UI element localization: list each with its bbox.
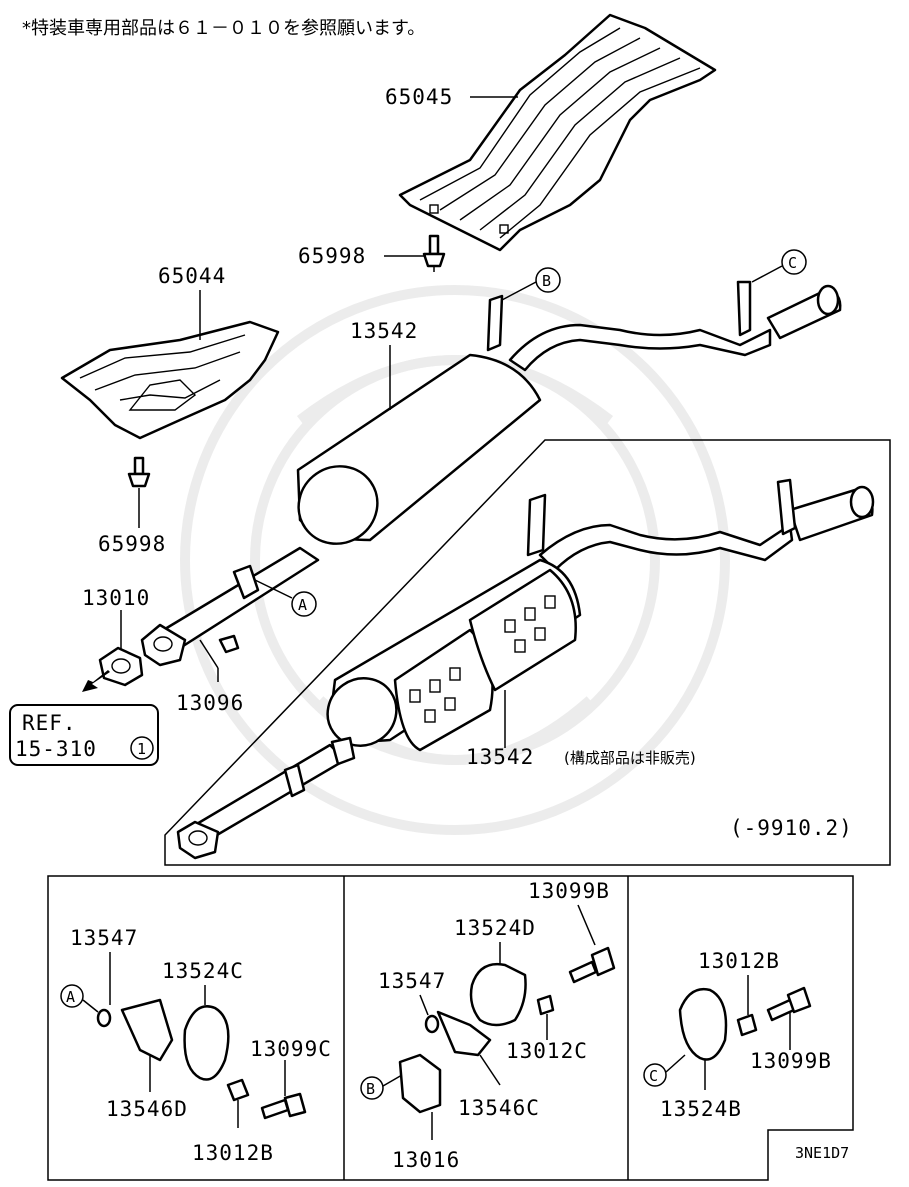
callout-b-label: B [542, 272, 551, 290]
part-number-13010: 13010 [82, 586, 150, 610]
heat-protector-65045 [398, 13, 717, 252]
part-number-13099b-b: 13099B [528, 879, 610, 903]
part-number-13524b: 13524B [660, 1097, 742, 1121]
part-number-13099c: 13099C [250, 1037, 332, 1061]
ref-circle [130, 736, 154, 760]
part-number-13012b-c: 13012B [698, 949, 780, 973]
part-number-65044: 65044 [158, 264, 226, 288]
part-number-13012c: 13012C [506, 1039, 588, 1063]
part-number-65998-left: 65998 [98, 532, 166, 556]
variant-frame [164, 439, 891, 866]
svg-text:C: C [649, 1067, 658, 1085]
part-number-65045: 65045 [385, 85, 453, 109]
part-number-13016: 13016 [392, 1148, 460, 1172]
svg-text:A: A [66, 988, 75, 1006]
callout-b-circle [535, 267, 561, 293]
main-muffler-13542-upper [140, 280, 842, 667]
date-range: (-9910.2) [730, 816, 853, 840]
ref-circled: 1 [137, 740, 146, 758]
bolt-65998-top [422, 234, 446, 272]
callout-c-label: C [788, 254, 797, 272]
header-note: *特装車専用部品は６１－０１０を参照願います。 [22, 18, 425, 39]
ref-arrow-icon [82, 670, 110, 692]
detail-a: 13547 A 13546D 13524C 13012B 13099C [60, 926, 332, 1165]
diagram-code: 3NE1D7 [795, 1144, 849, 1162]
svg-text:B: B [366, 1080, 375, 1098]
bolt-65998-left [127, 456, 151, 488]
heat-protector-65044 [60, 320, 280, 440]
callout-c-circle [781, 249, 807, 275]
part-number-13542-upper: 13542 [350, 319, 418, 343]
part-number-13524c: 13524C [162, 959, 244, 983]
gasket-13010 [98, 646, 144, 687]
main-muffler-13542-lower [176, 478, 875, 860]
callout-a-circle [291, 591, 317, 617]
detail-frame [47, 875, 854, 1181]
part-number-13524d: 13524D [454, 916, 536, 940]
part-number-13012b-a: 13012B [192, 1141, 274, 1165]
part-13542-lower-note: (構成部品は非販売) [564, 749, 696, 767]
part-number-13546d: 13546D [106, 1097, 188, 1121]
ref-line1: REF. [22, 711, 77, 735]
part-number-13542-lower: 13542 [466, 745, 534, 769]
part-number-13547-b: 13547 [378, 969, 446, 993]
detail-c: 13012B 13099B C 13524B [643, 949, 832, 1121]
callout-a-label: A [298, 596, 307, 614]
watermark [180, 285, 730, 835]
part-number-13096: 13096 [176, 691, 244, 715]
nut-13096 [218, 634, 240, 654]
ref-box [9, 704, 159, 766]
ref-line2: 15-310 [15, 737, 97, 761]
part-number-13099b-c: 13099B [750, 1049, 832, 1073]
part-number-65998-top: 65998 [298, 244, 366, 268]
part-number-13546c: 13546C [458, 1096, 540, 1120]
detail-b: 13099B 13524D 13012C 13547 13546C B 1301… [360, 879, 616, 1172]
part-number-13547-a: 13547 [70, 926, 138, 950]
